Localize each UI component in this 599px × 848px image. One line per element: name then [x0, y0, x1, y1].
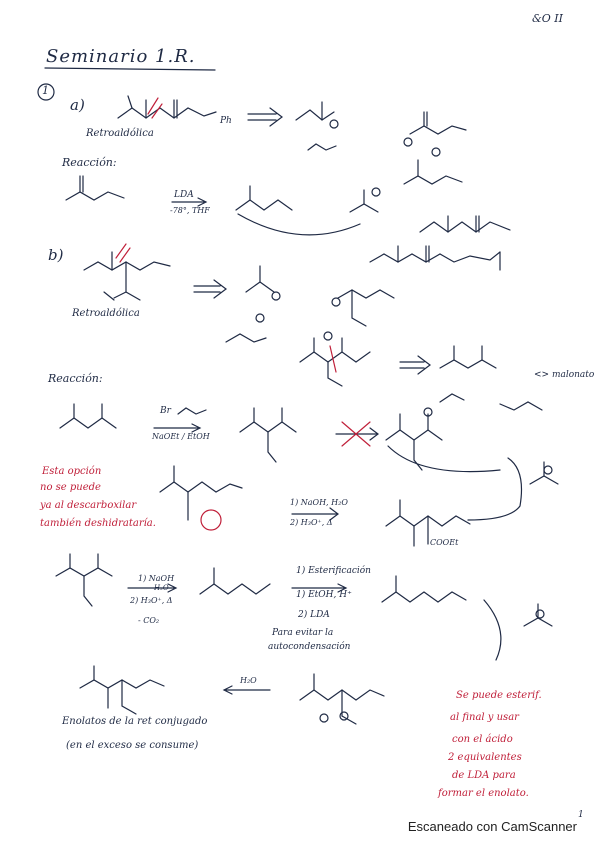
part-b-reagent-top: Br — [160, 406, 171, 416]
lda-step: 2) LDA — [298, 610, 330, 620]
part-a-reaction-heading: Reacción: — [62, 156, 117, 169]
part-a-retro-label: Retroaldólica — [86, 128, 154, 139]
product-label: COOEt — [430, 538, 459, 547]
h2o-step: H₂O — [240, 676, 257, 685]
part-a-ph: Ph — [220, 116, 232, 126]
part-a-reagent-bottom: -78°, THF — [170, 206, 210, 215]
part-a-label: a) — [70, 96, 85, 114]
question-number: 1 — [42, 84, 49, 97]
part-b-reagent-bottom: NaOEt / EtOH — [152, 432, 210, 441]
scanner-watermark: Escaneado con CamScanner — [407, 819, 577, 834]
step-1: 1) NaOH, H₂O — [290, 498, 348, 507]
malonate-label: <> malonato — [534, 370, 595, 380]
part-b-retro-label: Retroaldólica — [72, 308, 140, 319]
step-2: 2) H₃O⁺, Δ — [290, 518, 333, 527]
page-number: 1 — [578, 810, 584, 820]
part-a-reagent-top: LDA — [174, 190, 194, 200]
part-b-label: b) — [48, 246, 64, 264]
part-b-reaction-heading: Reacción: — [48, 372, 103, 385]
page-corner-label: &O II — [532, 12, 563, 25]
page-title: Seminario 1.R. — [46, 46, 196, 67]
